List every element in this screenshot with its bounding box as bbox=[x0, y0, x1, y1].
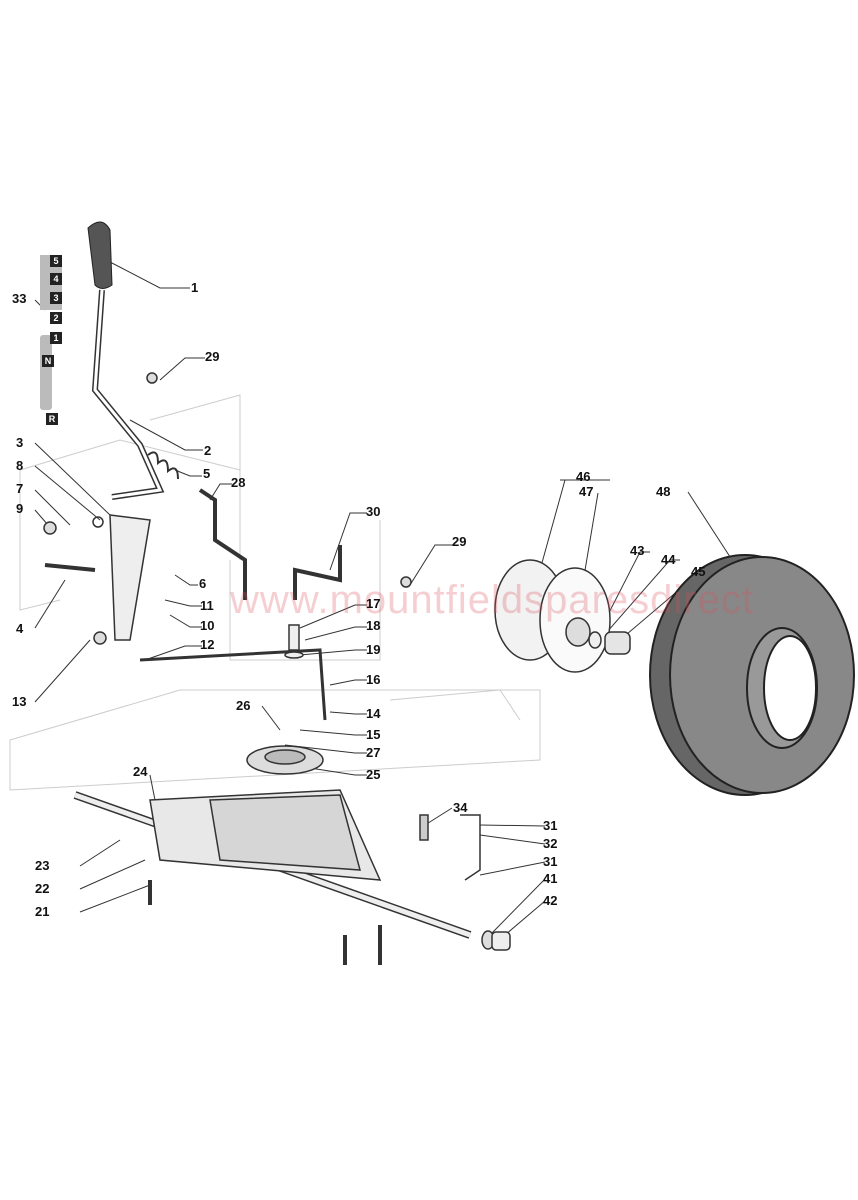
gear-3-marker: 3 bbox=[50, 292, 62, 304]
callout-27: 27 bbox=[366, 745, 381, 760]
callout-26: 26 bbox=[236, 698, 251, 713]
gear-4-marker: 4 bbox=[50, 273, 62, 285]
callout-15: 15 bbox=[366, 727, 381, 742]
callout-32: 32 bbox=[543, 836, 558, 851]
callout-10: 10 bbox=[200, 618, 215, 633]
callout-5: 5 bbox=[203, 466, 211, 481]
callout-3: 3 bbox=[16, 435, 24, 450]
callout-2: 2 bbox=[204, 443, 212, 458]
callout-21: 21 bbox=[35, 904, 50, 919]
shift-lever bbox=[87, 221, 179, 500]
callout-30: 30 bbox=[366, 504, 381, 519]
callout-33: 33 bbox=[12, 291, 27, 306]
callout-11: 11 bbox=[200, 598, 214, 613]
callout-34: 34 bbox=[453, 800, 468, 815]
watermark: www.mountfieldsparesdirect bbox=[230, 578, 754, 622]
callout-31b: 31 bbox=[543, 854, 558, 869]
callout-6: 6 bbox=[199, 576, 207, 591]
callout-24: 24 bbox=[133, 764, 148, 779]
callout-7: 7 bbox=[16, 481, 24, 496]
callout-16: 16 bbox=[366, 672, 381, 687]
callout-9: 9 bbox=[16, 501, 24, 516]
tire bbox=[649, 554, 855, 796]
callout-42: 42 bbox=[543, 893, 558, 908]
transaxle bbox=[73, 745, 511, 965]
rim bbox=[494, 559, 631, 673]
callout-44: 44 bbox=[661, 552, 676, 567]
gear-n-marker: N bbox=[42, 355, 54, 367]
callout-17: 17 bbox=[366, 596, 381, 611]
callout-23: 23 bbox=[35, 858, 50, 873]
linkage-parts bbox=[43, 372, 412, 721]
gear-gate-slot bbox=[40, 335, 52, 410]
gear-1-marker: 1 bbox=[50, 332, 62, 344]
gear-r-marker: R bbox=[46, 413, 58, 425]
callout-28: 28 bbox=[231, 475, 246, 490]
callout-46: 46 bbox=[576, 469, 591, 484]
gear-2-marker: 2 bbox=[50, 312, 62, 324]
callout-12: 12 bbox=[200, 637, 215, 652]
callout-8: 8 bbox=[16, 458, 24, 473]
callout-43: 43 bbox=[630, 543, 645, 558]
callout-48: 48 bbox=[656, 484, 671, 499]
gear-5-marker: 5 bbox=[50, 255, 62, 267]
callout-14: 14 bbox=[366, 706, 381, 721]
callout-31: 31 bbox=[543, 818, 558, 833]
callout-41: 41 bbox=[543, 871, 558, 886]
callout-45: 45 bbox=[691, 564, 706, 579]
callout-19: 19 bbox=[366, 642, 381, 657]
callout-29b: 29 bbox=[452, 534, 467, 549]
callout-22: 22 bbox=[35, 881, 50, 896]
callout-1: 1 bbox=[191, 280, 199, 295]
callout-47: 47 bbox=[579, 484, 594, 499]
callout-4: 4 bbox=[16, 621, 24, 636]
callout-13: 13 bbox=[12, 694, 27, 709]
callout-18: 18 bbox=[366, 618, 381, 633]
callout-29: 29 bbox=[205, 349, 220, 364]
callout-25: 25 bbox=[366, 767, 381, 782]
